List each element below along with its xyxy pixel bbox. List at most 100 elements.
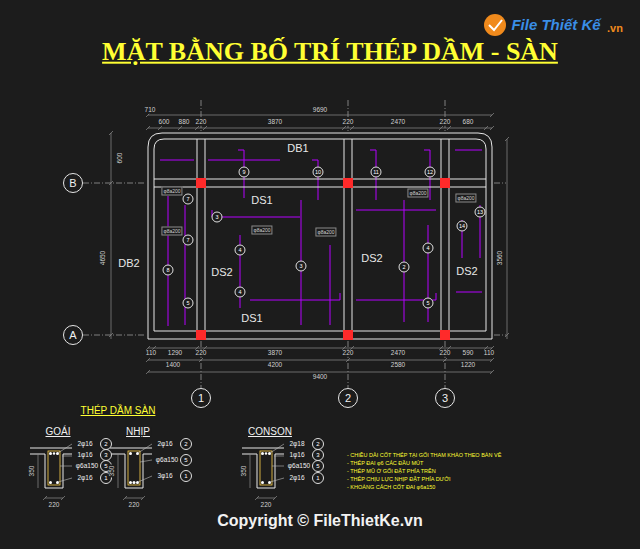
drawing-title: MẶT BẰNG BỐ TRÍ THÉP DẦM - SÀN (102, 38, 558, 67)
callout-number: 3 (212, 212, 223, 223)
rebar-label: φ6a150 (155, 457, 179, 464)
dimension-text: 220 (195, 350, 208, 357)
logo-icon (489, 20, 502, 30)
panel-label: DB2 (117, 258, 140, 269)
note-text: - THÉP MŨ Ở GỐI ĐẶT PHÍA TRÊN (346, 469, 437, 475)
dimension-line (109, 113, 509, 374)
rebar-label: 2φ16 (288, 475, 305, 482)
dimension-text: 2470 (390, 119, 406, 126)
beam-section (48, 451, 272, 485)
column (440, 330, 450, 340)
rebar-tag: φ8a200 (161, 187, 182, 196)
slab-rebar (168, 196, 185, 326)
panel-label: DS2 (455, 266, 478, 277)
note-text: - KHOẢNG CÁCH CỐT ĐAI φ6a150 (346, 485, 436, 491)
dimension-text: 220 (128, 502, 141, 509)
rebar-label: 2φ16 (156, 441, 173, 448)
leader-line (138, 444, 152, 482)
dimension-text: 680 (462, 119, 475, 126)
beam-section (260, 451, 272, 485)
dimension-text: 220 (195, 119, 208, 126)
dimension-text: 220 (439, 350, 452, 357)
dimension-text: 350 (29, 465, 36, 478)
grid-label: A (69, 330, 76, 341)
dimension-text: 710 (144, 107, 157, 114)
dimension-line (109, 131, 509, 337)
beam-section (49, 452, 52, 455)
section-dimension (38, 454, 275, 498)
callout-number: 10 (313, 167, 324, 178)
callout-number: 8 (163, 265, 174, 276)
beam-outline (154, 139, 486, 331)
callout-number: 11 (371, 167, 382, 178)
dimension-text: 220 (342, 119, 355, 126)
beam-section (30, 448, 72, 488)
rebar-label: 2φ18 (288, 441, 305, 448)
callout-number: 1 (312, 472, 324, 484)
callout-number: 5 (423, 298, 434, 309)
grid-line (83, 100, 506, 388)
callout-number: 2 (180, 438, 192, 450)
dimension-line (146, 113, 494, 117)
callout-number: 9 (239, 167, 250, 178)
rebar-tag: φ8a200 (455, 194, 476, 203)
slab-rebar (356, 200, 436, 322)
grid-label: 1 (198, 393, 204, 404)
dimension-text: 2470 (390, 350, 406, 357)
dimension-text: 110 (483, 350, 495, 357)
beam-section (242, 448, 284, 488)
callout-number: 2 (399, 262, 410, 273)
grid-bubble: 3 (435, 388, 455, 408)
dimension-text: 880 (178, 119, 191, 126)
watermark: Copyright © FileThietKe.vn (216, 513, 424, 529)
beam-section (49, 452, 271, 484)
callout-number: 5 (312, 460, 324, 472)
section-dimension (43, 496, 277, 500)
dimension-text: 3560 (497, 250, 504, 266)
note-text: - THÉP CHỊU LỰC NHỊP ĐẶT PHÍA DƯỚI (346, 477, 452, 483)
grid-bubble: B (63, 173, 83, 193)
note-text: - THÉP ĐAI φ6 CÁC ĐẦU MÚT (346, 461, 424, 467)
beam-section (48, 451, 60, 485)
beam-section (265, 452, 267, 454)
column (196, 178, 450, 340)
column (343, 178, 353, 188)
slab-rebar (456, 205, 482, 292)
beam-section (129, 481, 132, 484)
beam-section (268, 481, 271, 484)
dimension-text: 110 (145, 350, 157, 357)
grid-bubble: 2 (338, 388, 358, 408)
beam-section (261, 481, 264, 484)
beam-section (56, 481, 59, 484)
leader-line (270, 444, 284, 482)
callout-number: 1 (180, 470, 192, 482)
rebar-label: φ6a150 (287, 463, 311, 470)
dimension-text: 600 (117, 152, 124, 165)
slab-rebar (238, 150, 430, 200)
section-dimension (38, 454, 277, 500)
dimension-text: 600 (158, 119, 171, 126)
slab-rebar (160, 150, 482, 326)
callout-number: 5 (180, 454, 192, 466)
section-heading: THÉP DẦM SÀN (80, 406, 157, 416)
section-name: GOÁI (44, 427, 71, 437)
rebar-label: φ6a150 (75, 463, 99, 470)
logo-text: File Thiết Kế (510, 17, 601, 32)
panel-label: DS2 (210, 267, 233, 278)
dimension-text: 2580 (390, 362, 406, 369)
column (196, 178, 206, 188)
column (196, 330, 206, 340)
dimension-text: 3870 (267, 119, 283, 126)
rebar-label: 3φ16 (156, 473, 173, 480)
dimension-text: 1290 (167, 350, 183, 357)
note-text: - CHIỀU DÀI CỐT THÉP TẠI GỐI THAM KHẢO T… (346, 453, 502, 459)
beam-section (129, 452, 132, 455)
dimension-text: 9690 (312, 107, 328, 114)
column (440, 178, 450, 188)
grid-line (83, 100, 506, 388)
dimension-text: 350 (241, 465, 248, 478)
grid-label: 3 (442, 393, 448, 404)
dimension-text: 220 (342, 350, 355, 357)
dimension-text: 4200 (267, 362, 283, 369)
